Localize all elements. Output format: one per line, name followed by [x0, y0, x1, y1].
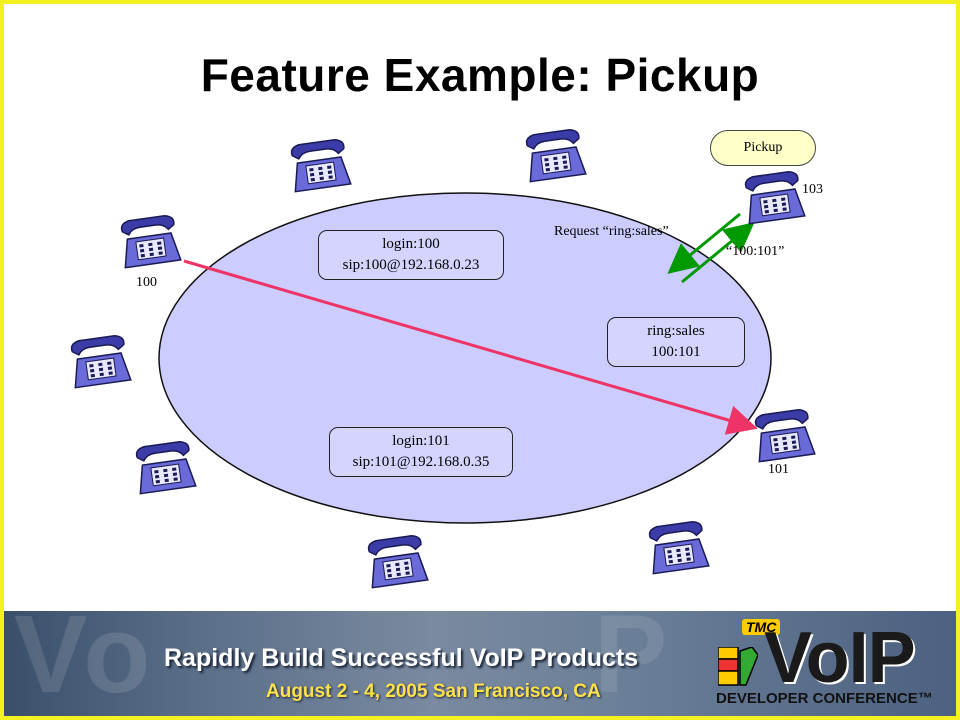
phone-icon [68, 333, 132, 389]
login-101-box: login:101 sip:101@192.168.0.35 [329, 427, 513, 477]
logo-voip: VoIP [764, 618, 916, 698]
phone-icon [752, 407, 816, 463]
login-101-user: login:101 [392, 433, 450, 449]
banner-watermark: P [594, 611, 668, 716]
phone-icon [742, 169, 806, 225]
login-100-user: login:100 [382, 236, 440, 252]
ring-sales-members: 100:101 [651, 344, 701, 360]
login-100-box: login:100 sip:100@192.168.0.23 [318, 230, 504, 280]
login-101-sip: sip:101@192.168.0.35 [352, 454, 490, 470]
call-line-100-to-101 [183, 259, 758, 435]
logo-conference: DEVELOPER CONFERENCE™ [716, 690, 933, 707]
request-label: Request “ring:sales” [554, 224, 669, 239]
voip-conference-logo: TMC VoIP DEVELOPER CONFERENCE™ [712, 617, 948, 712]
phone-icon [288, 137, 352, 193]
phone-icon [646, 519, 710, 575]
ring-sales-box: ring:sales 100:101 [607, 317, 745, 367]
banner-tagline: Rapidly Build Successful VoIP Products [164, 644, 639, 672]
banner-dates: August 2 - 4, 2005 San Francisco, CA [266, 681, 601, 702]
response-label: “100:101” [726, 244, 785, 259]
pickup-button: Pickup [710, 130, 816, 166]
response-arrow [681, 222, 755, 284]
phone-icon [523, 127, 587, 183]
phone-icon [133, 439, 197, 495]
sip-server-ellipse [158, 192, 772, 524]
phone-label-101: 101 [768, 462, 789, 477]
phone-label-103: 103 [802, 182, 823, 197]
logo-tmc: TMC [742, 619, 781, 635]
slide-title: Feature Example: Pickup [200, 49, 760, 101]
ring-sales-group: ring:sales [647, 323, 705, 339]
phone-icon [365, 533, 429, 589]
banner-watermark: Vo [14, 611, 155, 716]
login-100-sip: sip:100@192.168.0.23 [342, 257, 480, 273]
phone-icon [118, 213, 182, 269]
logo-blocks-icon [718, 647, 758, 686]
phone-label-100: 100 [136, 275, 157, 290]
conference-banner: Vo P Rapidly Build Successful VoIP Produ… [4, 611, 956, 716]
